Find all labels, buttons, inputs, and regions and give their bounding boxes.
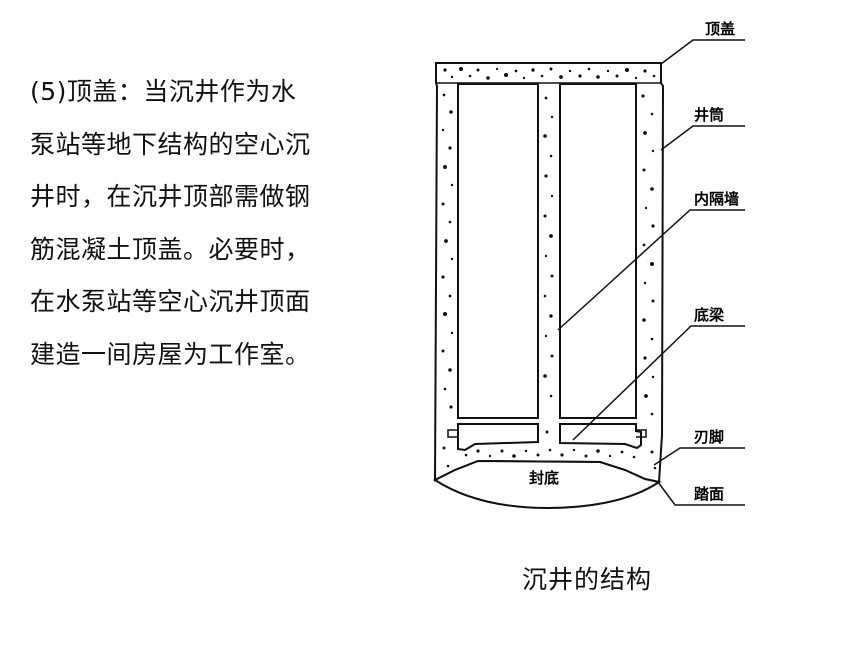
label-tread-face: 踏面 [694, 485, 724, 503]
bottom-seal [432, 459, 662, 510]
leader-tread-face [657, 481, 745, 506]
callout-leaders [557, 39, 745, 506]
leader-bottom-beam [572, 325, 745, 441]
description-text: (5)顶盖：当沉井作为水 泵站等地下结构的空心沉 井时，在沉井顶部需做钢 筋混凝… [30, 66, 370, 381]
text-line: 泵站等地下结构的空心沉 [30, 129, 311, 159]
label-shaft-wall: 井筒 [694, 106, 724, 124]
text-line: 建造一间房屋为工作室。 [30, 339, 311, 369]
leader-inner-partition [557, 209, 745, 331]
beam-notch-right [636, 429, 647, 438]
concrete-body [433, 62, 665, 484]
text-line: 筋混凝土顶盖。必要时， [30, 234, 311, 264]
concrete-aggregate-texture [441, 67, 657, 470]
label-cutting-edge: 刃脚 [694, 428, 724, 446]
label-top-cover: 顶盖 [705, 20, 735, 38]
text-line: (5)顶盖：当沉井作为水 [30, 77, 297, 106]
leader-top-cover [660, 39, 745, 65]
label-inner-partition: 内隔墙 [694, 190, 739, 208]
diagram-caption: 沉井的结构 [521, 565, 652, 594]
label-bottom-beam: 底梁 [694, 306, 725, 324]
leader-shaft-wall [660, 125, 745, 151]
text-line: 在水泵站等空心沉井顶面 [30, 287, 311, 316]
text-line: 井时，在沉井顶部需做钢 [30, 182, 311, 211]
label-bottom-seal: 封底 [529, 469, 559, 487]
leader-cutting-edge [653, 447, 745, 466]
beam-notch-left [447, 429, 458, 438]
bottom-chamber-right [559, 423, 642, 450]
